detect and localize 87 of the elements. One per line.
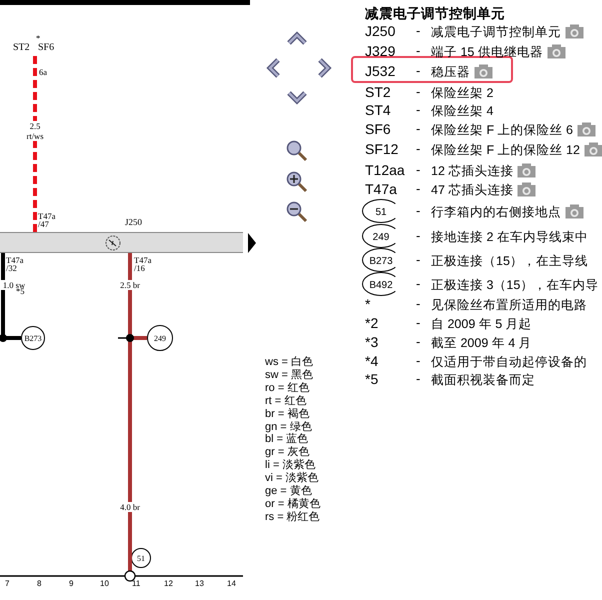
component-code: J250: [365, 23, 396, 39]
color-code: vi = 淡紫色: [265, 472, 318, 484]
color-code: ro = 红色: [265, 382, 310, 394]
fuse-label: SF6: [38, 42, 54, 53]
component-code: T47a: [365, 181, 397, 197]
component-code: ST2: [365, 84, 391, 100]
component-description: 端子 15 供电继电器: [431, 44, 543, 61]
footnote-mark: *5: [16, 287, 24, 295]
color-code: ws = 白色: [265, 356, 313, 368]
component-description: 截至 2009 年 4 月: [431, 335, 532, 352]
component-code: SF6: [365, 121, 391, 137]
component-description: 正极连接（15），在主导线: [431, 253, 588, 270]
separator-dash: -: [416, 371, 420, 386]
component-code: *3: [365, 334, 378, 350]
color-code: rt = 红色: [265, 394, 306, 407]
component-description: 自 2009 年 5 月起: [431, 316, 532, 333]
color-code: br = 褐色: [265, 408, 310, 420]
separator-dash: -: [416, 315, 420, 330]
component-code: *2: [365, 315, 378, 331]
color-code: gr = 灰色: [265, 446, 310, 458]
pin-label: 6a: [39, 68, 48, 76]
component-code: J532: [365, 63, 396, 79]
component-description: 仅适用于带自动起停设备的: [431, 354, 587, 371]
wire: [1, 253, 21, 340]
column-number: 7: [5, 579, 10, 588]
component-code: ST4: [365, 102, 391, 118]
wire: [33, 56, 37, 232]
separator-dash: -: [416, 353, 420, 368]
separator-dash: -: [416, 252, 420, 267]
connection-circle: 249: [147, 325, 173, 351]
component-description: 行李箱内的右侧接地点: [431, 204, 561, 221]
component-code: *5: [365, 371, 378, 387]
component-description: 保险丝架 2: [431, 85, 494, 102]
column-number: 14: [227, 579, 236, 588]
separator-dash: -: [416, 84, 420, 99]
column-number: 12: [164, 579, 173, 588]
connection-circle: B273: [21, 326, 45, 350]
separator-dash: -: [416, 228, 420, 243]
component-description: 保险丝架 F 上的保险丝 6: [431, 122, 574, 139]
component-description: 12 芯插头连接: [431, 163, 514, 180]
color-code: ge = 黄色: [265, 485, 312, 497]
column-number: 8: [37, 579, 42, 588]
component-description: 47 芯插头连接: [431, 182, 514, 199]
component-description: 截面积视装备而定: [431, 372, 535, 389]
column-number: 10: [100, 579, 109, 588]
color-code: sw = 黑色: [265, 368, 313, 381]
wire-label: 1.0 sw: [0, 280, 28, 290]
component-description: 稳压器: [431, 64, 470, 81]
column-number: 11: [132, 579, 140, 588]
color-code: bl = 蓝色: [265, 433, 308, 446]
component-description: 正极连接 3（15），在车内导: [431, 277, 598, 294]
column-number: 9: [69, 579, 74, 588]
separator-dash: -: [416, 276, 420, 291]
component-description: 保险丝架 4: [431, 103, 494, 120]
column-number: 13: [195, 579, 204, 588]
fuse-note: *: [36, 34, 42, 42]
color-code: or = 橘黄色: [265, 498, 320, 510]
component-description: 减震电子调节控制单元: [431, 24, 561, 41]
component-code: T12aa: [365, 162, 405, 178]
separator-dash: -: [416, 121, 420, 136]
panel-title: 减震电子调节控制单元: [365, 5, 505, 23]
fuse-label: ST2: [13, 42, 30, 53]
color-code: rs = 粉红色: [265, 510, 320, 523]
component-code: J250: [125, 217, 142, 227]
connection-circle: 51: [131, 548, 151, 568]
pin-label: T47a /47: [38, 212, 56, 228]
color-code: gn = 绿色: [265, 420, 312, 432]
component-description: 保险丝架 F 上的保险丝 12: [431, 142, 580, 159]
pin-label: T47a /32: [6, 256, 24, 272]
component-description: 接地连接 2 在车内导线束中: [431, 229, 588, 246]
separator-dash: -: [416, 43, 420, 58]
component-description: 见保险丝布置所适用的电路: [431, 297, 587, 314]
separator-dash: -: [416, 181, 420, 196]
separator-dash: -: [416, 23, 420, 38]
separator-dash: -: [416, 102, 420, 117]
separator-dash: -: [416, 141, 420, 156]
separator-dash: -: [416, 203, 420, 218]
separator-dash: -: [416, 296, 420, 311]
component-code: *: [365, 296, 370, 312]
component-code: J329: [365, 43, 396, 59]
component-code: SF12: [365, 141, 398, 157]
separator-dash: -: [416, 334, 420, 349]
separator-dash: -: [416, 63, 420, 78]
component-code: *4: [365, 353, 378, 369]
pin-label: T47a /16: [134, 256, 152, 272]
color-code: li = 淡紫色: [265, 459, 316, 472]
separator-dash: -: [416, 162, 420, 177]
